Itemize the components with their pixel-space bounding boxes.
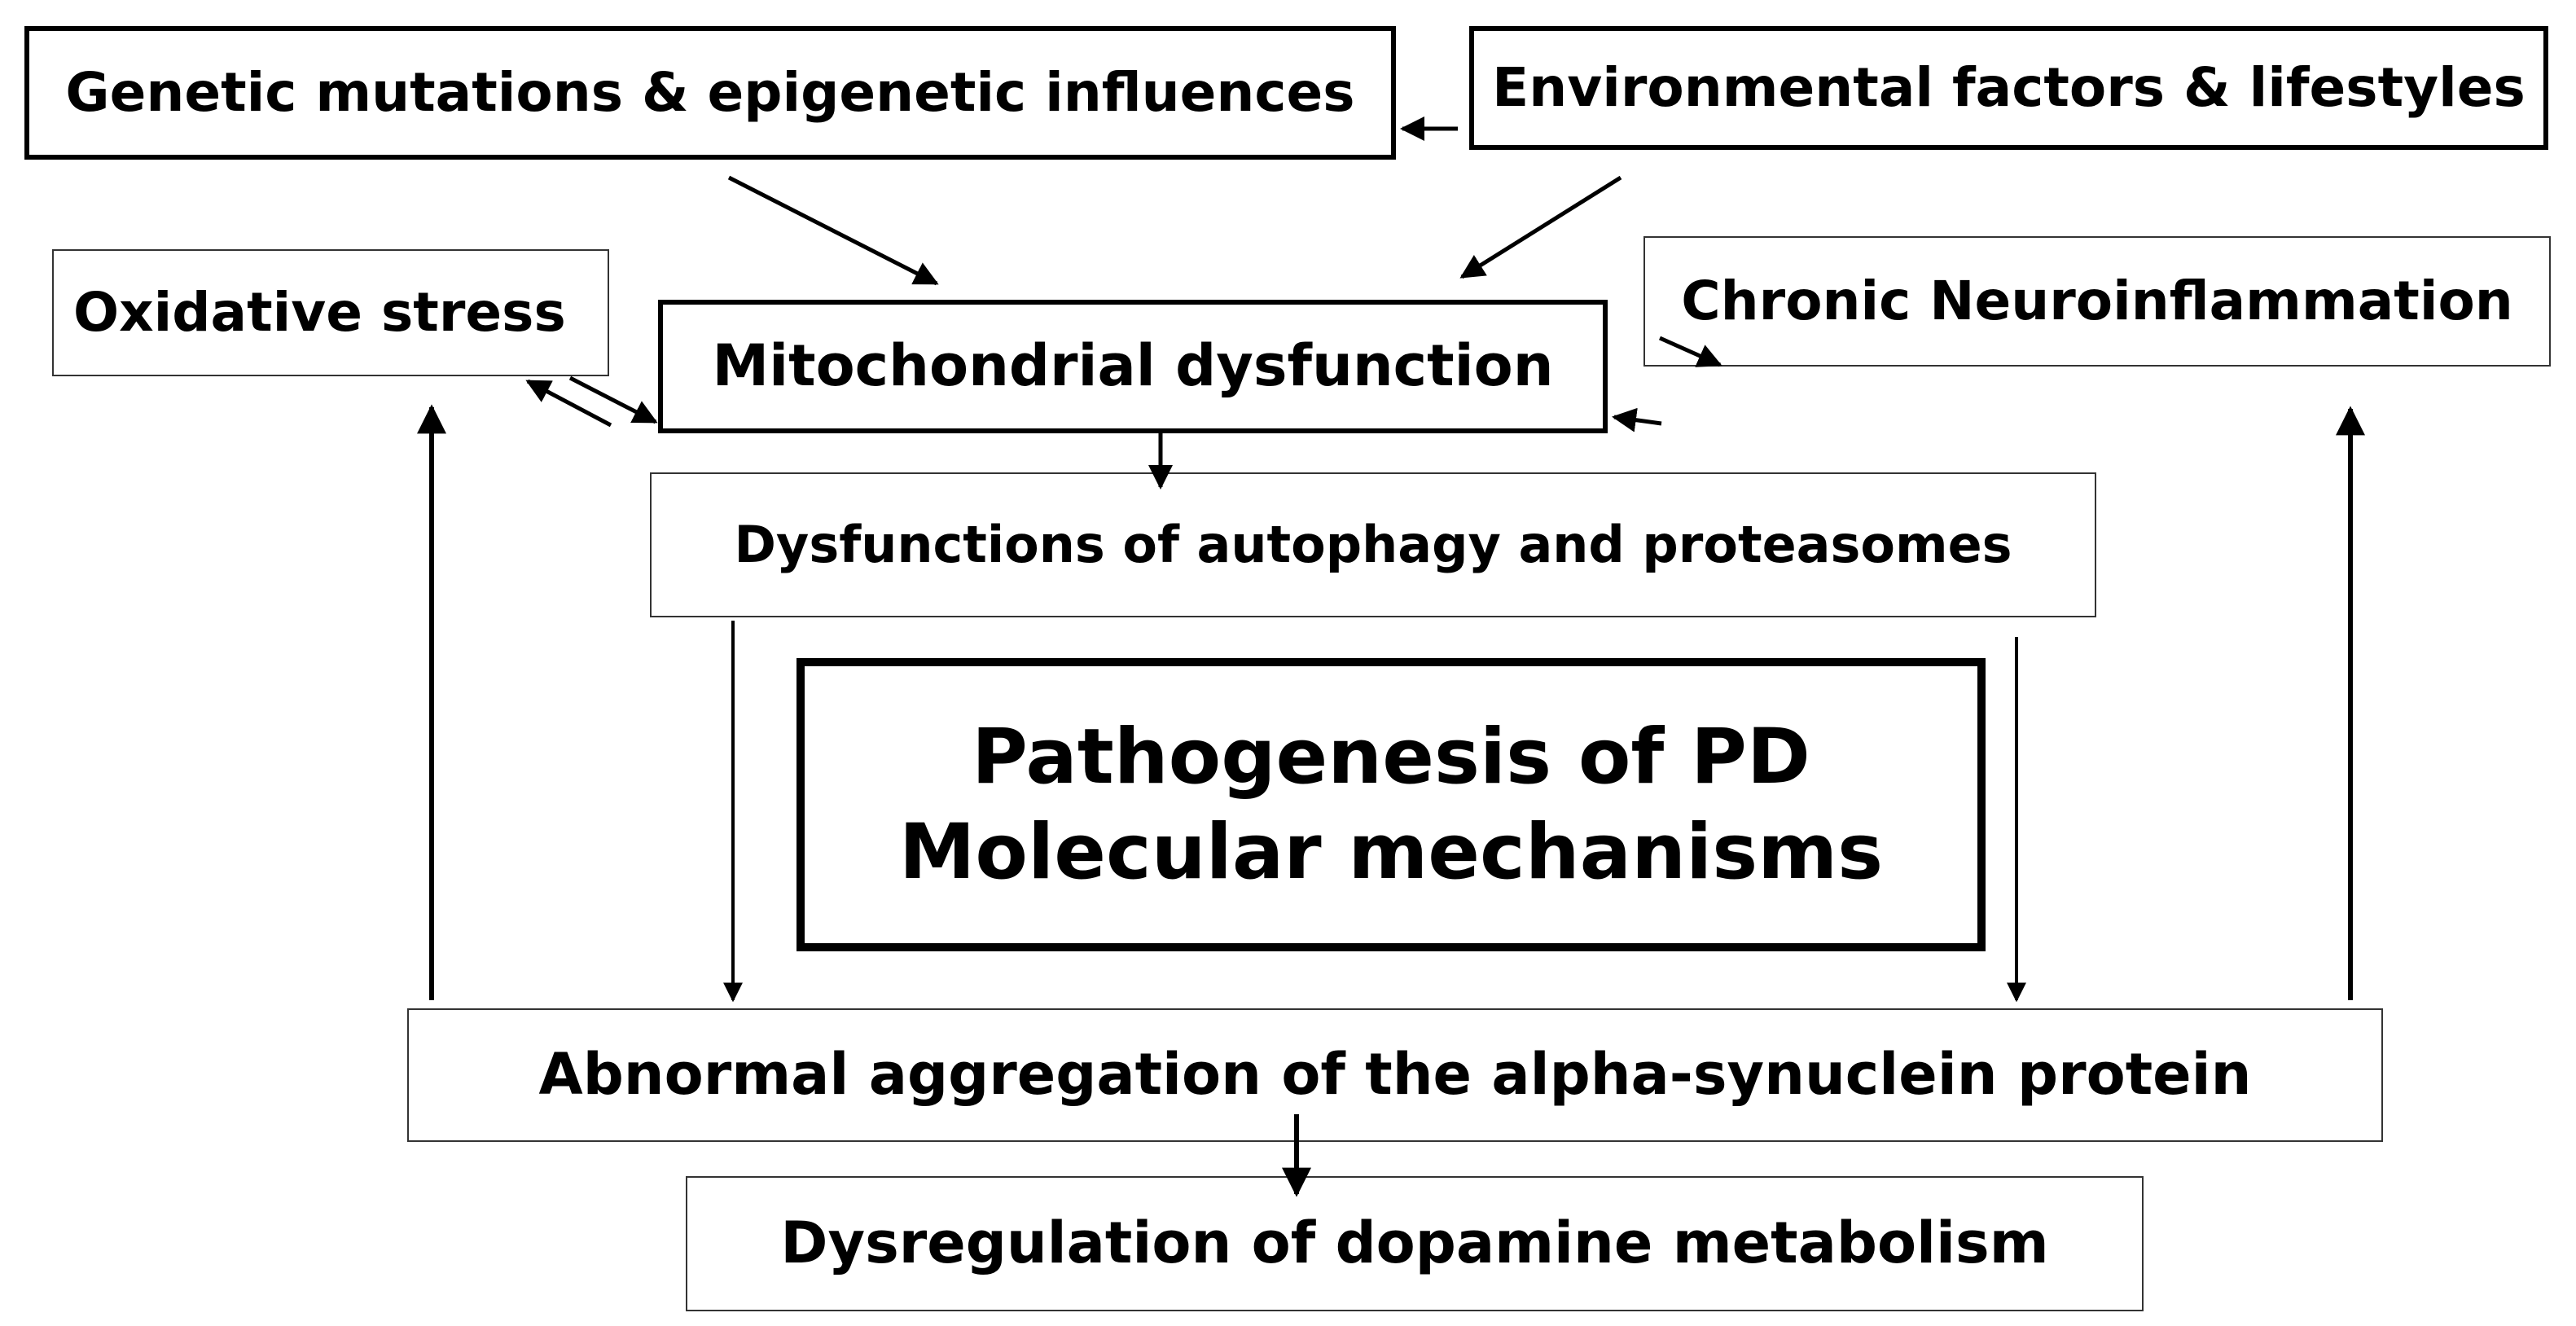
node-genetic-mutations-label: Genetic mutations & epigenetic influence…	[65, 60, 1355, 124]
node-mitochondrial-dysfunction-label: Mitochondrial dysfunction	[712, 332, 1554, 400]
center-title-line1: Pathogenesis of PD	[972, 712, 1810, 801]
arrow-mitochondrial-to-oxidative	[525, 379, 612, 428]
node-environmental-factors-label: Environmental factors & lifestyles	[1492, 55, 2526, 119]
node-alpha-synuclein: Abnormal aggregation of the alpha-synucl…	[407, 1008, 2383, 1142]
node-dopamine-metabolism: Dysregulation of dopamine metabolism	[686, 1176, 2144, 1311]
center-title-line2: Molecular mechanisms	[898, 808, 1884, 897]
node-autophagy-proteasomes-label: Dysfunctions of autophagy and proteasome…	[734, 515, 2012, 575]
node-chronic-neuroinflammation: Chronic Neuroinflammation	[1643, 236, 2551, 367]
node-dopamine-metabolism-label: Dysregulation of dopamine metabolism	[780, 1210, 2049, 1277]
node-environmental-factors: Environmental factors & lifestyles	[1469, 26, 2548, 150]
arrow-genetic-to-mitochondrial	[727, 175, 939, 286]
node-alpha-synuclein-label: Abnormal aggregation of the alpha-synucl…	[538, 1041, 2252, 1109]
arrow-neuroinflammation-to-mitochondrial	[1612, 407, 1662, 432]
arrow-environmental-to-mitochondrial	[1459, 175, 1622, 279]
node-oxidative-stress: Oxidative stress	[52, 249, 609, 376]
arrow-oxidative-to-mitochondrial	[568, 375, 658, 424]
node-mitochondrial-dysfunction: Mitochondrial dysfunction	[658, 300, 1608, 433]
node-autophagy-proteasomes: Dysfunctions of autophagy and proteasome…	[650, 472, 2096, 617]
arrow-mitochondrial-to-neuroinflammation	[1658, 336, 1722, 367]
node-pathogenesis-center: Pathogenesis of PD Molecular mechanisms	[796, 658, 1986, 951]
node-chronic-neuroinflammation-label: Chronic Neuroinflammation	[1681, 269, 2513, 332]
node-oxidative-stress-label: Oxidative stress	[73, 280, 566, 344]
node-genetic-mutations: Genetic mutations & epigenetic influence…	[24, 26, 1396, 160]
